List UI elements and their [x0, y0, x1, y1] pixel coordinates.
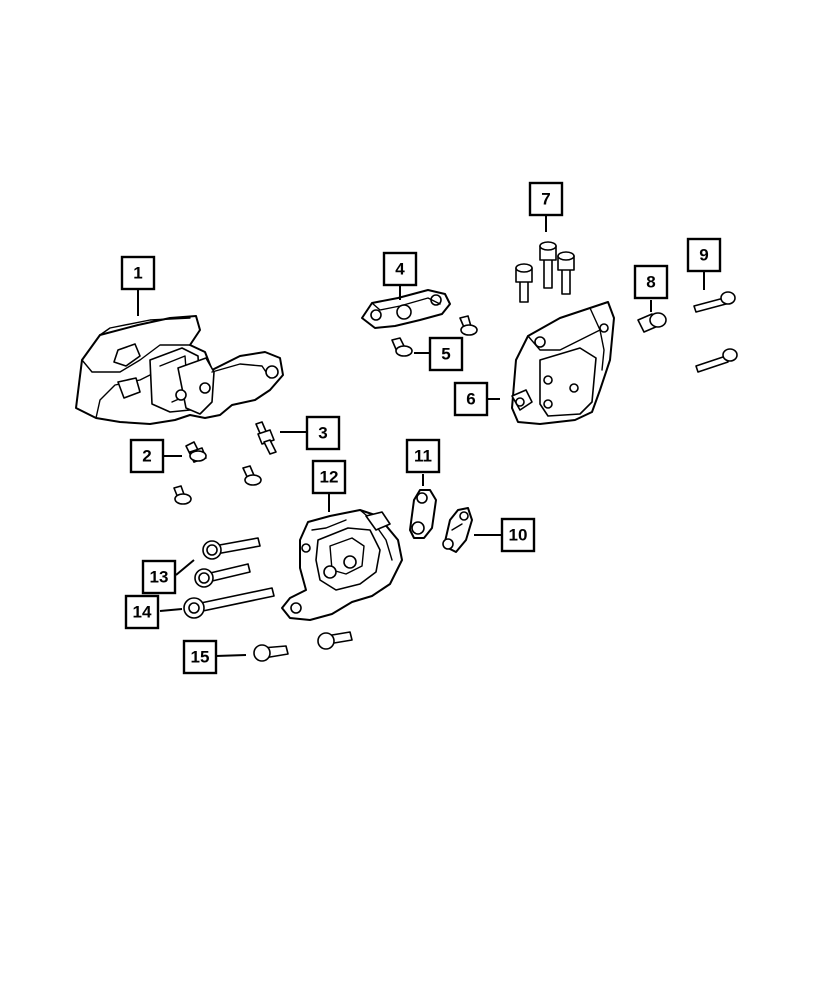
- part-9-bolt-b: [695, 348, 738, 373]
- part-1-mount-bracket[interactable]: [75, 315, 284, 425]
- part-15-bolts[interactable]: [253, 631, 353, 662]
- leader-lines: [137, 216, 705, 657]
- callout-2-label: 2: [142, 447, 151, 466]
- part-6-mount-bracket[interactable]: [511, 301, 615, 425]
- part-9-bolt-a: [693, 291, 736, 313]
- callout-7-label: 7: [541, 190, 550, 209]
- part-7-bolts[interactable]: [515, 241, 575, 303]
- callout-14-label: 14: [133, 603, 152, 622]
- part-13-bolts[interactable]: [194, 537, 261, 588]
- callout-9-label: 9: [699, 246, 708, 265]
- callout-3-label: 3: [318, 424, 327, 443]
- callout-1-label: 1: [133, 264, 142, 283]
- callout-9[interactable]: 9: [686, 237, 722, 273]
- part-15-bolt-b: [317, 631, 353, 650]
- callout-4[interactable]: 4: [382, 251, 418, 287]
- callout-15-label: 15: [191, 648, 210, 667]
- callout-8[interactable]: 8: [633, 264, 669, 300]
- part-5-bolt-b: [459, 315, 478, 336]
- callout-8-label: 8: [646, 273, 655, 292]
- part-8-flange-bolt[interactable]: [637, 312, 667, 333]
- part-11-link[interactable]: [409, 489, 437, 539]
- part-13-bolt-b: [194, 563, 251, 588]
- callout-10-label: 10: [509, 526, 528, 545]
- part-5-bolts[interactable]: [391, 315, 478, 357]
- callout-6-label: 6: [466, 390, 475, 409]
- callout-5[interactable]: 5: [428, 336, 464, 372]
- callout-12[interactable]: 12: [311, 459, 347, 495]
- part-2-bolt-c: [173, 485, 192, 505]
- callout-4-label: 4: [395, 260, 405, 279]
- part-12-transmission-mount[interactable]: [281, 509, 403, 621]
- callout-10[interactable]: 10: [500, 517, 536, 553]
- callout-7[interactable]: 7: [528, 181, 564, 217]
- part-4-strut-bracket[interactable]: [361, 289, 451, 329]
- callout-13[interactable]: 13: [141, 559, 177, 595]
- part-13-bolt-a: [202, 537, 261, 560]
- part-5-bolt-a: [391, 337, 413, 357]
- callout-2[interactable]: 2: [129, 438, 165, 474]
- callout-6[interactable]: 6: [453, 381, 489, 417]
- callout-1[interactable]: 1: [120, 255, 156, 291]
- part-2-bolts[interactable]: [173, 441, 262, 505]
- leader-15: [215, 654, 247, 657]
- callout-11-label: 11: [414, 447, 432, 466]
- leader-14: [159, 608, 183, 612]
- callout-11[interactable]: 11: [405, 438, 441, 474]
- part-14-long-bolt[interactable]: [183, 587, 275, 619]
- part-10-plate[interactable]: [442, 507, 473, 553]
- callout-15[interactable]: 15: [182, 639, 218, 675]
- callout-3[interactable]: 3: [305, 415, 341, 451]
- part-15-bolt-a: [253, 644, 289, 662]
- callout-12-label: 12: [320, 468, 339, 487]
- part-7-bolt-a: [515, 263, 533, 303]
- part-3-stud[interactable]: [255, 421, 277, 455]
- callout-5-label: 5: [441, 345, 450, 364]
- callout-13-label: 13: [150, 568, 169, 587]
- part-2-bolt-b: [242, 465, 262, 486]
- part-2-bolt-a: [185, 441, 207, 463]
- leader-13: [175, 559, 195, 576]
- callout-14[interactable]: 14: [124, 594, 160, 630]
- part-7-bolt-c: [557, 251, 575, 295]
- part-7-bolt-b: [539, 241, 557, 289]
- part-9-bolts[interactable]: [693, 291, 738, 373]
